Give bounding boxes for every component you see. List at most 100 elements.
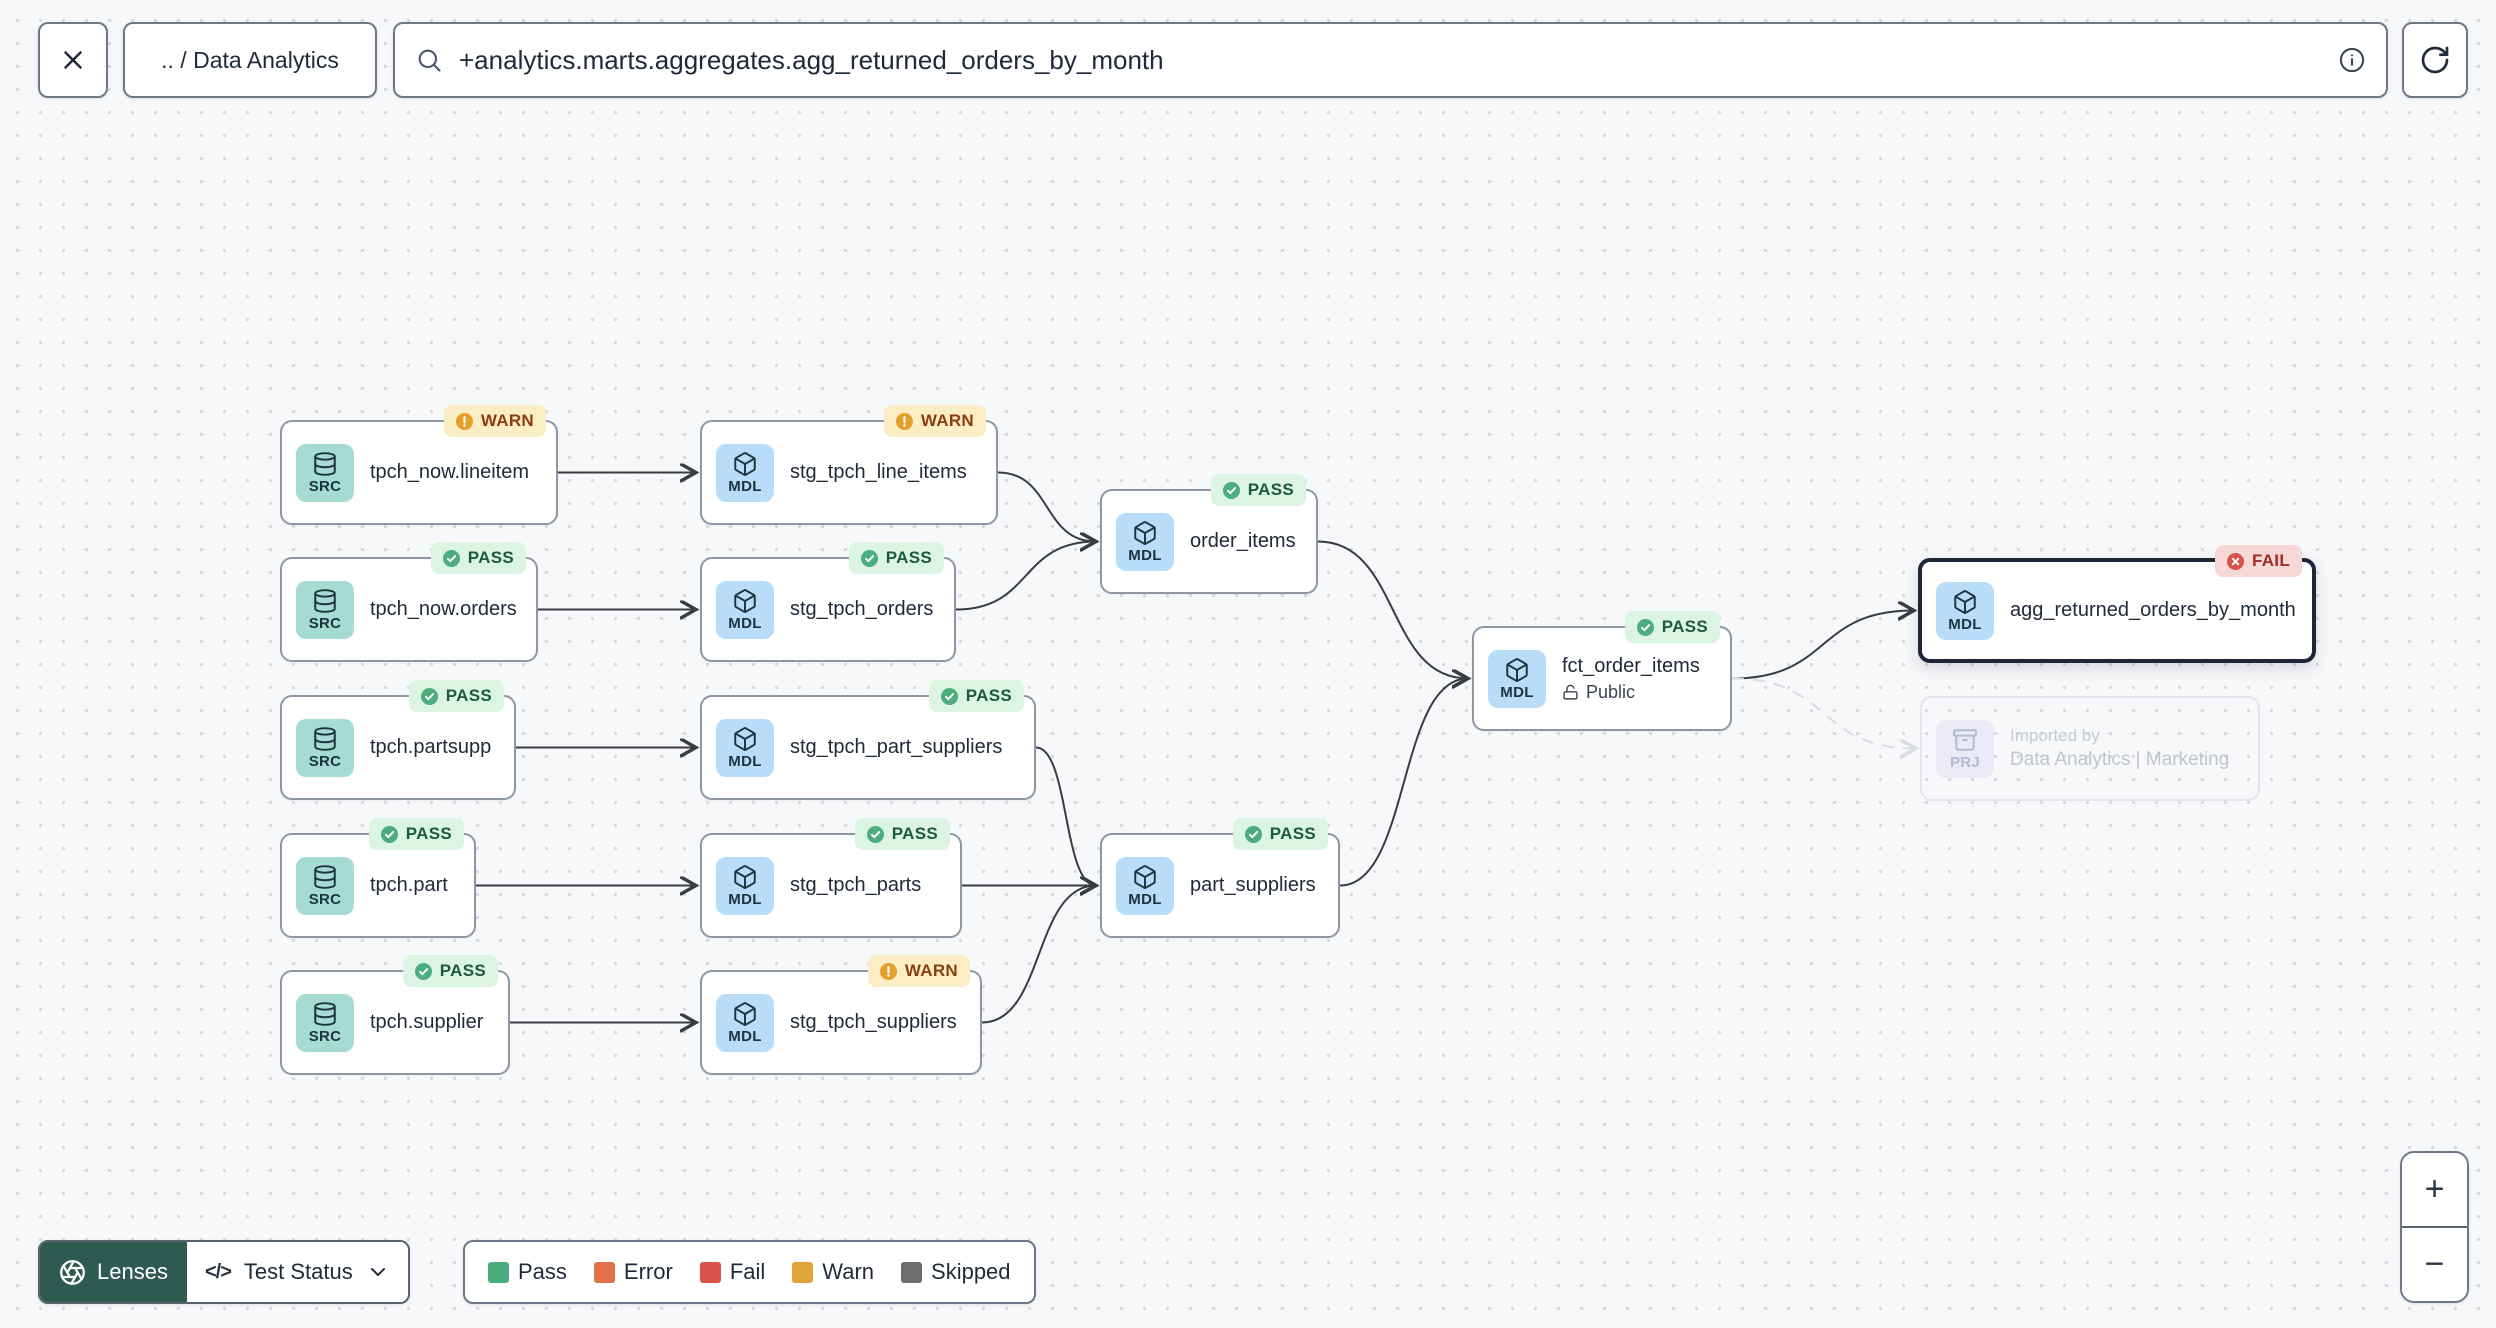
cube-chip: MDL xyxy=(1488,649,1546,708)
exclaim-circle-icon xyxy=(879,962,897,980)
legend-item-pass: Pass xyxy=(488,1259,567,1285)
check-circle-icon xyxy=(414,962,432,980)
cube-icon xyxy=(1504,657,1530,683)
check-circle-icon xyxy=(1244,825,1262,843)
cube-chip: MDL xyxy=(716,443,774,502)
status-badge-pass: PASS xyxy=(430,542,526,574)
node-kind-label: SRC xyxy=(308,890,342,908)
status-badge-fail: FAIL xyxy=(2214,545,2302,577)
graph-node-stg_tpch_line_items[interactable]: WARN MDL stg_tpch_line_items xyxy=(700,405,998,525)
check-circle-icon xyxy=(442,549,460,567)
cube-chip: MDL xyxy=(1116,512,1174,571)
node-label: tpch_now.orders xyxy=(370,598,517,620)
node-kind-label: MDL xyxy=(728,614,762,632)
database-icon xyxy=(312,451,338,477)
node-access: Public xyxy=(1562,682,1700,703)
chevron-down-icon xyxy=(366,1260,390,1284)
cube-chip: MDL xyxy=(1936,581,1994,640)
legend-swatch-warn xyxy=(792,1261,814,1283)
node-kind-label: SRC xyxy=(308,477,342,495)
legend-label: Pass xyxy=(518,1259,567,1284)
node-subtitle: Imported by xyxy=(2010,726,2100,745)
status-badge-label: PASS xyxy=(965,686,1012,705)
legend-label: Skipped xyxy=(931,1259,1011,1284)
legend-swatch-error xyxy=(593,1261,615,1283)
breadcrumb-label: .. / Data Analytics xyxy=(161,46,339,73)
exclaim-circle-icon xyxy=(895,412,913,430)
status-badge-warn: WARN xyxy=(883,405,986,437)
graph-node-tpch_part[interactable]: PASS SRC tpch.part xyxy=(280,818,476,938)
breadcrumb[interactable]: .. / Data Analytics xyxy=(123,22,377,98)
lenses-label: Lenses xyxy=(97,1259,168,1284)
node-label: agg_returned_orders_by_month xyxy=(2010,599,2296,621)
node-label: stg_tpch_line_items xyxy=(790,461,967,483)
lens-selected-label: Test Status xyxy=(243,1259,353,1284)
status-badge-label: FAIL xyxy=(2251,551,2290,570)
status-badge-label: PASS xyxy=(1247,480,1294,499)
archive-chip: PRJ xyxy=(1936,719,1994,778)
exclaim-circle-icon xyxy=(455,412,473,430)
node-text: agg_returned_orders_by_month xyxy=(2010,599,2296,622)
status-badge-label: PASS xyxy=(891,824,938,843)
zoom-out-button[interactable]: − xyxy=(2402,1228,2467,1301)
legend-label: Error xyxy=(623,1259,673,1284)
cube-icon xyxy=(732,864,758,890)
status-badge-label: PASS xyxy=(445,686,492,705)
node-text: tpch.part xyxy=(370,874,448,897)
zoom-control: + − xyxy=(2400,1151,2469,1303)
database-icon xyxy=(312,864,338,890)
status-badge-label: PASS xyxy=(405,824,452,843)
lenses-button[interactable]: Lenses xyxy=(40,1242,187,1302)
cube-icon xyxy=(732,588,758,614)
node-kind-label: MDL xyxy=(1948,615,1982,633)
status-badge-pass: PASS xyxy=(1624,611,1720,643)
refresh-button[interactable] xyxy=(2402,22,2468,98)
node-kind-label: SRC xyxy=(308,614,342,632)
close-icon xyxy=(58,45,88,75)
status-badge-label: PASS xyxy=(1269,824,1316,843)
node-label: fct_order_items xyxy=(1562,654,1700,677)
node-kind-label: SRC xyxy=(308,752,342,770)
status-badge-pass: PASS xyxy=(402,955,498,987)
search-icon xyxy=(415,46,443,74)
node-label: stg_tpch_orders xyxy=(790,598,934,620)
status-badge-warn: WARN xyxy=(443,405,546,437)
cube-chip: MDL xyxy=(1116,856,1174,915)
lens-selector[interactable]: </> Test Status xyxy=(186,1242,408,1302)
legend-label: Warn xyxy=(822,1259,875,1284)
status-badge-pass: PASS xyxy=(1210,474,1306,506)
cube-icon xyxy=(732,726,758,752)
search-input[interactable] xyxy=(459,44,2322,76)
node-kind-label: MDL xyxy=(728,890,762,908)
info-icon[interactable] xyxy=(2338,46,2366,74)
node-label: tpch.part xyxy=(370,874,448,896)
graph-node-agg_returned_orders_by_month[interactable]: FAIL MDL agg_returned_orders_by_month xyxy=(1918,545,2316,663)
cube-chip: MDL xyxy=(716,856,774,915)
node-text: stg_tpch_part_suppliers xyxy=(790,736,1002,759)
check-circle-icon xyxy=(940,687,958,705)
graph-node-tpch_now_orders[interactable]: PASS SRC tpch_now.orders xyxy=(280,542,538,662)
node-label: tpch.supplier xyxy=(370,1011,484,1033)
database-icon xyxy=(312,726,338,752)
node-text: stg_tpch_suppliers xyxy=(790,1011,957,1034)
zoom-in-button[interactable]: + xyxy=(2402,1153,2467,1228)
code-icon: </> xyxy=(204,1260,232,1283)
close-button[interactable] xyxy=(38,22,108,98)
cross-circle-icon xyxy=(2226,552,2244,570)
lenses-control: Lenses </> Test Status xyxy=(38,1240,410,1304)
cube-icon xyxy=(1132,864,1158,890)
status-badge-label: WARN xyxy=(904,961,958,980)
